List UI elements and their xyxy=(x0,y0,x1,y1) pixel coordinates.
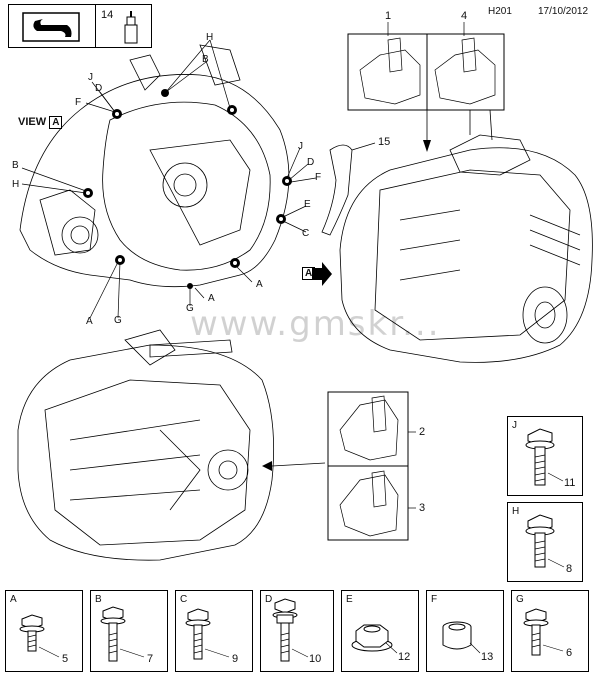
callout-15: 15 xyxy=(378,136,391,148)
label-G-mid: G xyxy=(186,303,194,314)
fastener-number: 9 xyxy=(232,653,239,665)
flange-bolt-icon xyxy=(525,514,565,568)
label-F: F xyxy=(75,97,82,108)
arrow-label-A: A xyxy=(302,267,316,280)
label-G-left: G xyxy=(114,315,122,326)
long-bolt-icon xyxy=(100,606,145,662)
callout-1: 1 xyxy=(385,10,392,22)
flange-bolt-icon xyxy=(523,608,564,656)
stud-bolt-icon xyxy=(272,598,309,662)
diagram-date: 17/10/2012 xyxy=(538,6,589,17)
watermark: www.gmskr... xyxy=(190,304,441,344)
view-label-text: VIEW xyxy=(18,116,47,128)
grease-tube-icon xyxy=(117,11,147,45)
long-bolt-icon xyxy=(185,608,230,660)
fastener-box-E: E 12 xyxy=(341,590,419,672)
fastener-number: 5 xyxy=(62,653,69,665)
fastener-letter: H xyxy=(512,506,520,517)
label-D-right: D xyxy=(307,157,315,168)
fastener-number: 12 xyxy=(398,651,411,663)
fastener-box-C: C 9 xyxy=(175,590,253,672)
view-label: VIEW A xyxy=(18,116,63,129)
bushing-icon xyxy=(442,621,481,654)
label-J-right: J xyxy=(298,141,303,152)
tool-box: 14 xyxy=(8,4,152,48)
fastener-number: 8 xyxy=(566,563,573,575)
fastener-number: 6 xyxy=(566,647,573,659)
fastener-letter: B xyxy=(95,594,102,605)
diagram-ref: H201 xyxy=(488,6,512,17)
fastener-letter: G xyxy=(516,594,524,605)
view-label-box: A xyxy=(49,116,63,129)
flange-nut-icon xyxy=(351,624,398,654)
label-F-right: F xyxy=(315,172,322,183)
fastener-number: 13 xyxy=(481,651,494,663)
fastener-box-G: G 6 xyxy=(511,590,589,672)
tool-callout-number: 14 xyxy=(101,9,114,21)
label-B-left: B xyxy=(12,160,19,171)
fastener-letter: D xyxy=(265,594,273,605)
callout-2: 2 xyxy=(419,426,426,438)
label-H-top: H xyxy=(206,32,214,43)
fastener-box-H: H 8 xyxy=(507,502,583,582)
label-A-right: A xyxy=(256,279,263,290)
fastener-letter: F xyxy=(431,594,438,605)
label-C: C xyxy=(302,228,310,239)
label-B-top: B xyxy=(202,54,209,65)
fastener-number: 11 xyxy=(564,477,576,489)
fastener-number: 7 xyxy=(147,653,154,665)
label-D: D xyxy=(95,83,103,94)
label-A-mid: A xyxy=(208,293,215,304)
label-A-left: A xyxy=(86,316,93,327)
callout-3: 3 xyxy=(419,502,426,514)
fastener-box-F: F 13 xyxy=(426,590,504,672)
fastener-box-J: J 11 xyxy=(507,416,583,496)
fastener-number: 10 xyxy=(309,653,322,665)
flange-bolt-icon xyxy=(525,428,564,486)
fastener-box-D: D 10 xyxy=(260,590,334,672)
fastener-letter: A xyxy=(10,594,17,605)
callout-4: 4 xyxy=(461,10,468,22)
label-E: E xyxy=(304,199,311,210)
short-bolt-icon xyxy=(19,614,60,658)
wrench-manual-icon xyxy=(21,11,81,43)
fastener-box-A: A 5 xyxy=(5,590,83,672)
fastener-letter: J xyxy=(512,420,517,431)
label-J: J xyxy=(88,72,93,83)
label-H-left: H xyxy=(12,179,20,190)
fastener-letter: E xyxy=(346,594,353,605)
fastener-box-B: B 7 xyxy=(90,590,168,672)
fastener-letter: C xyxy=(180,594,188,605)
